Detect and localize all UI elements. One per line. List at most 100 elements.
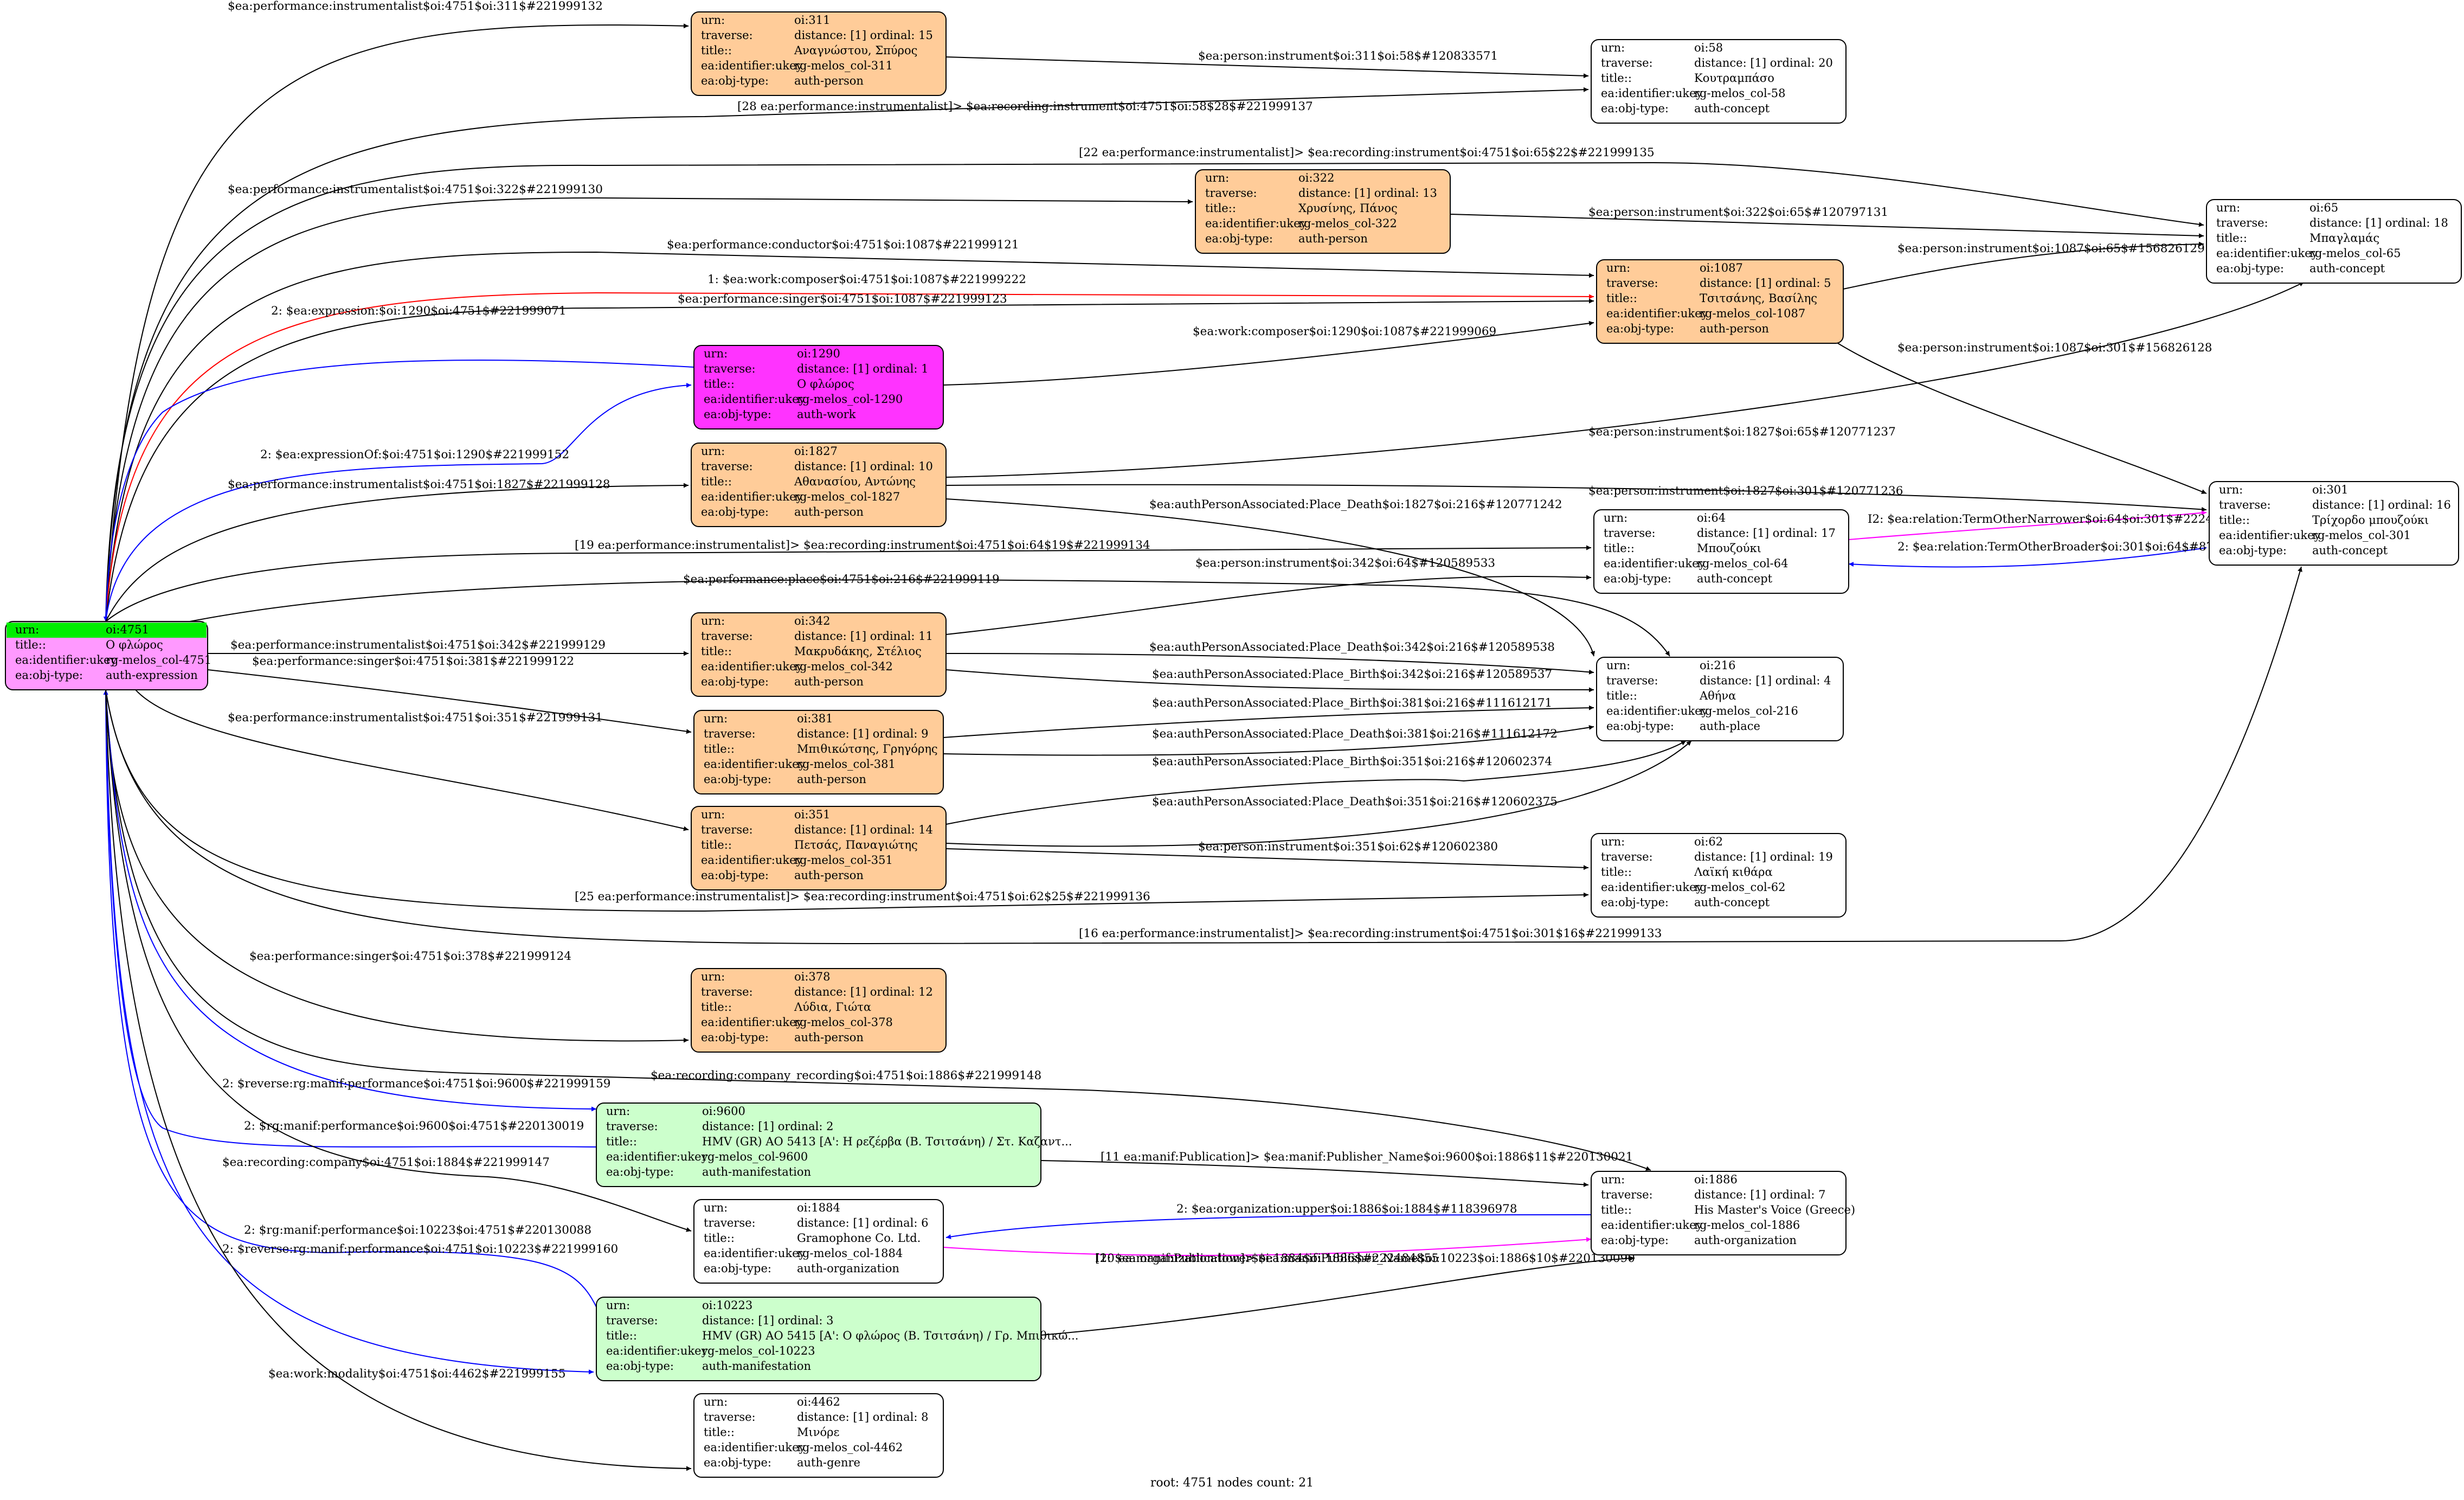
node-field-value-traverse: distance: [1] ordinal: 19 [1694,850,1833,863]
edge-oi4751-to-oi65 [105,162,2204,622]
edge-oi4751-to-oi322 [105,197,1193,622]
node-field-label-obj-type: ea:obj-type: [1601,1234,1669,1247]
edge-oi4751-to-oi351 [135,689,689,831]
edge-label: $ea:performance:instrumentalist$oi:4751$… [228,478,610,491]
node-field-value-urn: oi:10223 [702,1299,752,1312]
node-field-value-identifier: rg-melos_col-62 [1694,881,1786,894]
node-field-value-obj-type: auth-expression [106,669,198,682]
node-field-value-identifier: rg-melos_col-351 [794,854,893,867]
node-field-label-obj-type: ea:obj-type: [701,1031,769,1044]
edge-oi4751-to-oi1886 [105,689,1651,1171]
node-field-value-urn: oi:381 [797,712,833,725]
node-field-label-title: title:: [704,377,735,390]
edge-label: [22 ea:performance:instrumentalist]> $ea… [1079,146,1655,159]
node-field-value-urn: oi:1290 [797,347,840,360]
node-field-label-obj-type: ea:obj-type: [704,408,771,421]
edge-label: [16 ea:performance:instrumentalist]> $ea… [1079,927,1662,940]
node-field-label-obj-type: ea:obj-type: [1601,896,1669,909]
edge-label: 2: $ea:expressionOf:$oi:4751$oi:1290$#22… [260,448,569,461]
edge-oi4751-to-oi1827 [105,483,689,622]
node-field-value-identifier: rg-melos_col-301 [2312,529,2411,542]
node-field-value-obj-type: auth-person [797,773,866,786]
node-field-value-identifier: rg-melos_col-342 [794,660,893,673]
node-field-value-obj-type: auth-person [794,869,864,882]
edge-oi4751-to-oi381 [207,669,692,734]
node-field-label-identifier: ea:identifier:ukey [606,1344,708,1357]
edge-label: $ea:authPersonAssociated:Place_Death$oi:… [1152,727,1558,741]
edge-label: 2: $rg:manif:performance$oi:9600$oi:4751… [244,1119,584,1133]
node-field-value-traverse: distance: [1] ordinal: 5 [1700,277,1831,290]
root-header-highlight [7,623,207,638]
node-field-label-title: title:: [606,1329,637,1342]
edge-label: $ea:recording:company_recording$oi:4751$… [651,1069,1041,1082]
edge-oi1827-to-oi301 [945,484,2207,512]
edge-label: $ea:recording:company$oi:4751$oi:1884$#2… [222,1156,550,1169]
node-field-value-title: Μπαγλαμάς [2309,232,2379,245]
edge-oi342-to-oi216 [945,669,1594,693]
edge-oi4751-to-oi4462 [105,689,692,1471]
edge-label: I2: $ea:organization:lower$oi:1884$oi:18… [1095,1252,1439,1265]
node-box [1591,833,1847,918]
edge-oi4751-to-oi216 [189,579,1670,657]
node-field-label-obj-type: ea:obj-type: [701,869,769,882]
node-field-value-traverse: distance: [1] ordinal: 8 [797,1411,929,1424]
node-box [693,1393,944,1478]
edge-oi1884-to-oi1886 [943,1237,1592,1257]
node-field-label-title: title:: [704,1426,735,1439]
node-field-label-identifier: ea:identifier:ukey [606,1150,708,1163]
edge-label: 2: $reverse:rg:manif:performance$oi:4751… [222,1077,610,1091]
node-field-value-identifier: rg-melos_col-65 [2309,247,2401,260]
edge-oi351-to-oi62 [945,848,1589,870]
node-box [1591,1171,1847,1255]
node-field-label-traverse: traverse: [2216,216,2268,229]
node-field-value-title: HMV (GR) AO 5413 [A': Η ρεζέρβα (Β. Τσιτ… [702,1135,1072,1148]
node-field-value-obj-type: auth-concept [1697,572,1773,585]
node-field-value-title: Μινόρε [797,1426,839,1439]
node-field-value-obj-type: auth-person [794,675,864,688]
node-field-value-identifier: rg-melos_col-322 [1298,217,1397,230]
edge-oi1290-to-oi1087 [943,320,1594,386]
edge-oi351-to-oi216 [945,740,1692,847]
node-field-label-identifier: ea:identifier:ukey [15,653,117,666]
edge-label: 2: $ea:organization:upper$oi:1886$oi:188… [1176,1202,1517,1216]
node-field-value-urn: oi:1087 [1700,261,1743,274]
node-field-value-title: Μπιθικώτσης, Γρηγόρης [797,742,938,755]
edge-oi4751-to-oi1087 [105,251,1594,622]
edge-label: I2: $ea:relation:TermOtherNarrower$oi:64… [1868,512,2250,526]
node-field-value-traverse: distance: [1] ordinal: 7 [1694,1188,1826,1201]
node-field-value-identifier: rg-melos_col-4751 [106,653,211,666]
edge-oi64-to-oi301 [1848,510,2207,540]
edge-oi4751-to-oi378 [105,689,689,1043]
edge-label: $ea:authPersonAssociated:Place_Birth$oi:… [1152,696,1552,710]
edge-label: $ea:performance:instrumentalist$oi:4751$… [228,0,603,13]
node-field-label-identifier: ea:identifier:ukey [1205,217,1307,230]
edge-oi4751-to-oi311 [105,23,689,622]
node-field-label-obj-type: ea:obj-type: [701,505,769,518]
node-field-label-traverse: traverse: [1604,527,1656,540]
node-field-label-urn: urn: [606,1299,630,1312]
node-field-value-urn: oi:62 [1694,835,1723,848]
node-field-label-urn: urn: [701,808,725,821]
node-field-value-urn: oi:64 [1697,511,1726,524]
